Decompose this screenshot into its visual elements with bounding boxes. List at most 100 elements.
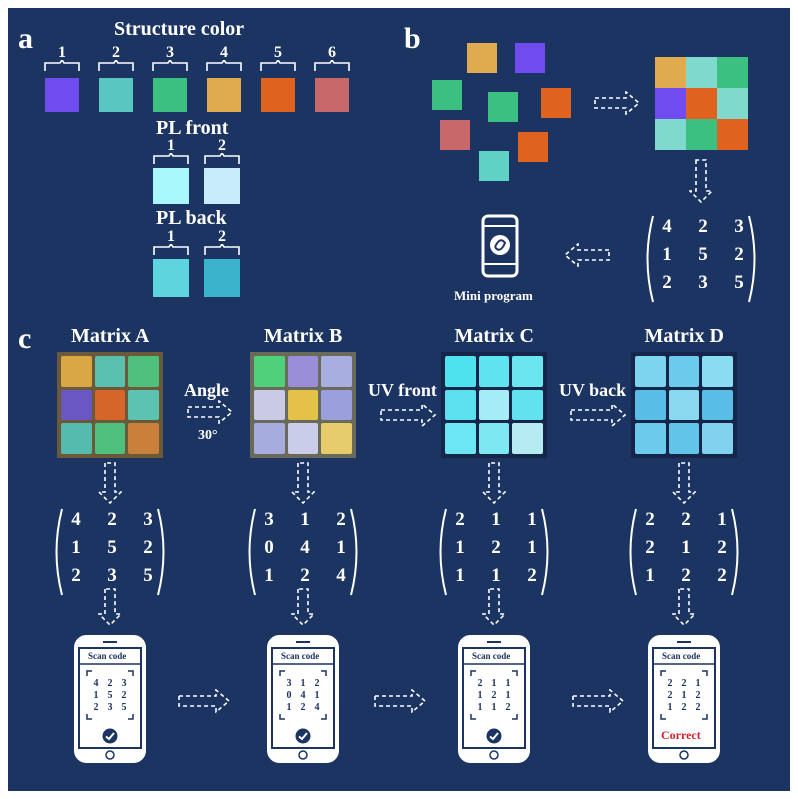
grid-tile [717,88,748,119]
matrix-cell: 1 [527,537,537,558]
matrix-cell: 2 [681,509,691,530]
sample-photo [631,352,737,458]
photo-tile [61,356,92,387]
matrix-cell: 1 [455,537,465,558]
scan-matrix-cell: 1 [505,690,511,701]
dashed-down-arrow [482,588,506,626]
structure-number: 3 [166,44,174,61]
photo-tile [94,389,126,421]
scattered-tile [467,43,497,73]
structure-color-swatch [99,78,133,112]
pl-front-number: 1 [167,137,175,154]
scan-code-title: Scan code [662,651,701,661]
dashed-down-arrow [98,462,122,504]
bracket-icon [98,60,134,71]
scattered-tile [488,92,518,122]
scan-matrix-cell: 4 [300,690,306,701]
matrix-title: Matrix B [264,325,343,347]
structure-color-swatch [207,78,241,112]
matrix-cell: 1 [681,537,691,558]
scan-matrix-cell: 2 [300,702,306,713]
scan-matrix-cell: 1 [300,678,306,689]
photo-tile [94,356,126,387]
scan-code-title: Scan code [88,651,127,661]
pl-back-swatch [204,259,240,297]
phone-icon [267,635,339,763]
pl-front-swatch [204,168,240,204]
matrix-cell: 5 [734,272,744,293]
grid-tile [717,57,748,88]
matrix-cell: 2 [734,244,744,265]
structure-number: 6 [328,44,336,61]
scan-matrix-cell: 5 [121,702,127,713]
photo-tile [668,423,700,454]
scan-matrix-cell: 4 [93,678,99,689]
photo-tile [128,356,159,387]
matrix-cell: 2 [455,509,465,530]
scan-code-title: Scan code [281,651,320,661]
matrix-cell: 2 [71,565,81,586]
dashed-down-arrow [672,588,696,626]
left-paren-icon [646,215,654,303]
matrix-cell: 1 [300,509,310,530]
grid-tile [717,119,748,150]
left-paren-icon [55,508,63,596]
mini-program-label: Mini program [454,288,533,303]
sample-photo [441,352,547,458]
scan-matrix-cell: 2 [695,702,701,713]
scan-matrix-cell: 1 [491,678,497,689]
check-icon [295,728,311,744]
photo-tile [321,423,352,454]
panel-label-b: b [404,22,421,55]
matrix-cell: 2 [107,509,117,530]
matrix-cell: 1 [491,565,501,586]
photo-tile [478,356,510,387]
photo-tile [635,356,666,387]
matrix-cell: 4 [71,509,81,530]
dashed-down-arrow [482,462,506,504]
matrix-cell: 3 [734,216,744,237]
structure-color-swatch [45,78,79,112]
matrix-cell: 4 [662,216,672,237]
photo-tile [94,423,126,454]
scan-matrix-cell: 2 [695,690,701,701]
dashed-right-arrow [570,403,626,427]
matrix-cell: 2 [336,509,346,530]
photo-tile [668,389,700,421]
photo-tile [635,389,666,421]
scan-matrix-cell: 2 [667,690,673,701]
grid-tile [686,57,717,88]
scan-matrix-cell: 1 [477,690,483,701]
structure-color-swatch [153,78,187,112]
uv-back-label: UV back [559,380,627,400]
scan-matrix-cell: 1 [477,702,483,713]
right-paren-icon [541,508,549,596]
photo-tile [512,356,543,387]
matrix-cell: 2 [717,565,727,586]
grid-tile [655,57,686,88]
matrix-cell: 2 [143,537,153,558]
scan-matrix-cell: 2 [505,702,511,713]
photo-tile [445,389,476,421]
right-paren-icon [157,508,165,596]
scattered-tile [479,151,509,181]
structure-color-swatch [261,78,295,112]
dashed-right-arrow [187,400,233,424]
matrix-title: Matrix D [644,325,724,347]
